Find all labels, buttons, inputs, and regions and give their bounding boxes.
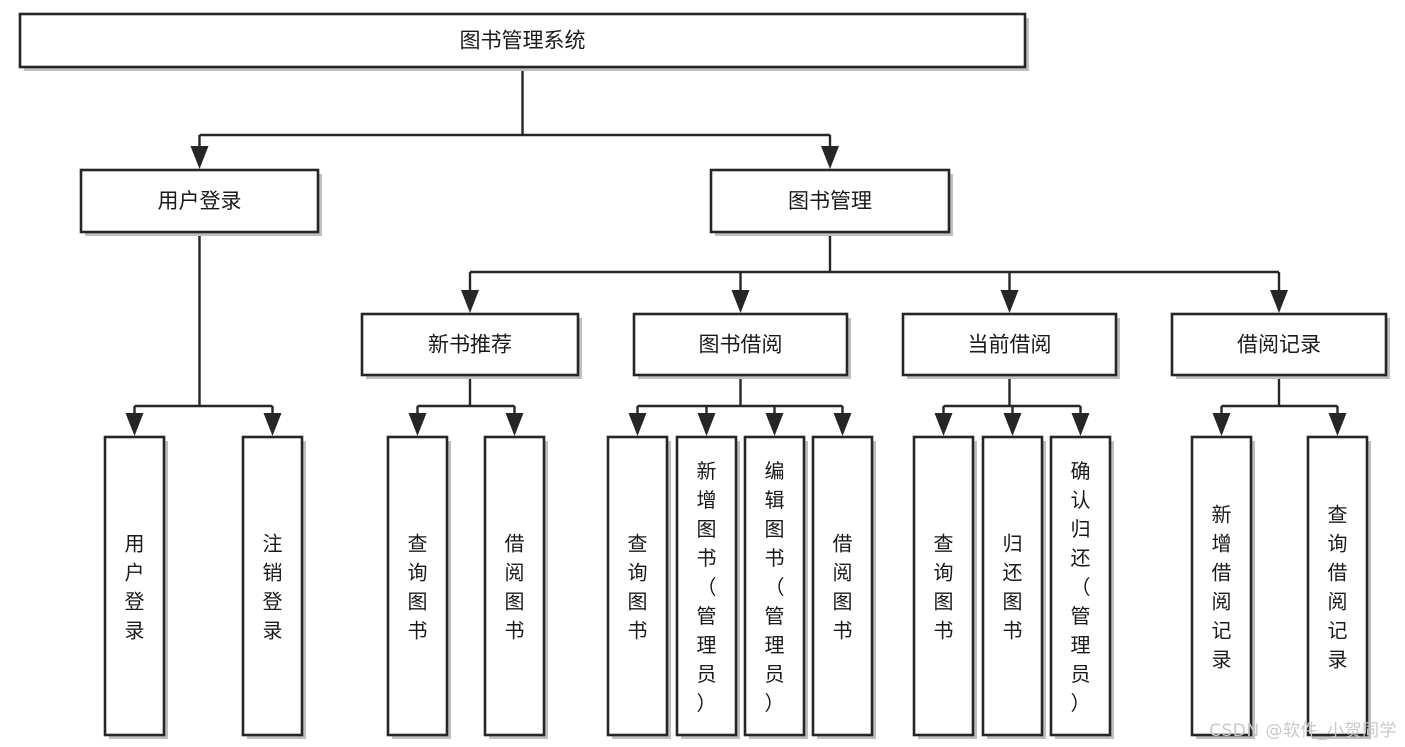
arrow-head-icon — [1328, 413, 1347, 436]
node-box[interactable] — [901, 312, 1118, 377]
arrow-head-icon — [821, 146, 839, 169]
node-box[interactable] — [360, 312, 580, 377]
node-box[interactable] — [606, 435, 669, 737]
arrow-head-icon — [731, 290, 750, 313]
diagram-node[interactable]: 借阅图书 — [483, 435, 548, 739]
node-label: 归还图书 — [1003, 532, 1023, 643]
node-box[interactable] — [386, 435, 449, 737]
node-label: 注销登录 — [263, 532, 283, 643]
node-label: 图书借阅 — [699, 333, 783, 357]
node-label: 借阅图书 — [505, 532, 525, 643]
arrow-head-icon — [628, 413, 647, 436]
node-box[interactable] — [1049, 435, 1112, 737]
node-box[interactable] — [632, 312, 849, 377]
node-label: 新增借阅记录 — [1212, 503, 1232, 672]
node-label: 借阅图书 — [833, 532, 853, 643]
node-label: 用户登录 — [125, 532, 145, 643]
diagram-node[interactable]: 用户登录 — [79, 168, 322, 236]
node-label: 确认归还（管理员） — [1071, 459, 1091, 715]
diagram-node[interactable]: 新增图书（管理员） — [675, 435, 740, 739]
diagram-node[interactable]: 注销登录 — [241, 435, 306, 739]
diagram-node[interactable]: 查询图书 — [386, 435, 451, 739]
node-label: 编辑图书（管理员） — [765, 459, 785, 715]
node-box[interactable] — [1306, 435, 1369, 737]
arrow-head-icon — [505, 413, 524, 436]
diagram-node[interactable]: 新增借阅记录 — [1190, 435, 1255, 739]
diagram-node[interactable]: 新书推荐 — [360, 312, 582, 379]
diagram-node[interactable]: 图书管理系统 — [18, 12, 1029, 71]
node-label: 新书推荐 — [428, 333, 512, 357]
node-label: 借阅记录 — [1237, 333, 1321, 357]
arrow-head-icon — [934, 413, 953, 436]
arrow-head-icon — [190, 146, 209, 169]
arrow-head-icon — [1000, 290, 1019, 313]
node-label: 当前借阅 — [968, 333, 1052, 357]
node-label: 图书管理 — [788, 189, 872, 213]
diagram-node[interactable]: 查询借阅记录 — [1306, 435, 1371, 739]
arrow-head-icon — [833, 413, 852, 436]
arrow-head-icon — [1003, 413, 1022, 436]
diagram-node[interactable]: 编辑图书（管理员） — [743, 435, 808, 739]
node-box[interactable] — [18, 12, 1027, 69]
diagram-node[interactable]: 图书管理 — [709, 168, 953, 236]
arrow-head-icon — [1071, 413, 1090, 436]
diagram-node[interactable]: 归还图书 — [981, 435, 1046, 739]
diagram-node[interactable]: 借阅记录 — [1170, 312, 1390, 379]
node-label: 查询图书 — [408, 532, 428, 643]
node-box[interactable] — [483, 435, 546, 737]
node-box[interactable] — [1170, 312, 1388, 377]
node-label: 查询图书 — [934, 532, 954, 643]
diagram-node[interactable]: 确认归还（管理员） — [1049, 435, 1114, 739]
diagram-node[interactable]: 当前借阅 — [901, 312, 1120, 379]
diagram-node[interactable]: 查询图书 — [606, 435, 671, 739]
diagram-node[interactable]: 借阅图书 — [811, 435, 876, 739]
arrow-head-icon — [125, 413, 144, 436]
node-box[interactable] — [912, 435, 975, 737]
node-layer: 图书管理系统用户登录图书管理新书推荐图书借阅当前借阅借阅记录用户登录注销登录查询… — [18, 12, 1390, 739]
node-label: 查询借阅记录 — [1328, 503, 1348, 672]
node-box[interactable] — [743, 435, 806, 737]
node-box[interactable] — [981, 435, 1044, 737]
arrow-head-icon — [461, 290, 479, 313]
node-box[interactable] — [103, 435, 166, 737]
arrow-head-icon — [1270, 290, 1288, 313]
node-box[interactable] — [675, 435, 738, 737]
arrow-head-icon — [697, 413, 716, 436]
diagram-node[interactable]: 图书借阅 — [632, 312, 851, 379]
diagram-node[interactable]: 查询图书 — [912, 435, 977, 739]
arrow-head-icon — [408, 413, 427, 436]
node-box[interactable] — [709, 168, 951, 234]
arrow-head-icon — [263, 413, 282, 436]
arrow-head-icon — [1212, 413, 1231, 436]
node-box[interactable] — [241, 435, 304, 737]
node-label: 新增图书（管理员） — [697, 459, 717, 715]
node-label: 图书管理系统 — [460, 29, 586, 53]
node-label: 查询图书 — [628, 532, 648, 643]
node-label: 用户登录 — [158, 189, 242, 213]
arrow-head-icon — [765, 413, 784, 436]
edge-layer — [125, 67, 1347, 436]
node-box[interactable] — [1190, 435, 1253, 737]
diagram-node[interactable]: 用户登录 — [103, 435, 168, 739]
node-box[interactable] — [79, 168, 320, 234]
node-box[interactable] — [811, 435, 874, 737]
